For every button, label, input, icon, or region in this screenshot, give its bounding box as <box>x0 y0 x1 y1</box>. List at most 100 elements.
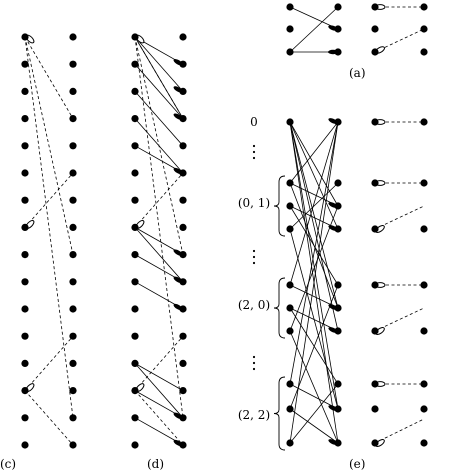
vertex-114 <box>286 48 294 56</box>
edge-178 <box>289 121 339 332</box>
vertex-10 <box>21 169 29 177</box>
group-brace-174 <box>273 376 286 451</box>
dashed-edge-213 <box>374 418 425 444</box>
vertex-48 <box>179 115 187 123</box>
vertex-149 <box>371 179 379 187</box>
vertex-148 <box>420 118 428 126</box>
vertex-14 <box>21 223 29 231</box>
dashed-edge-75 <box>134 36 184 418</box>
vertex-154 <box>420 281 428 289</box>
dashed-edge-34 <box>24 36 74 418</box>
edge-176 <box>289 121 339 230</box>
dashed-edge-209 <box>374 205 425 230</box>
ellipsis-dot-167 <box>252 255 256 259</box>
vertex-156 <box>420 327 428 335</box>
vertex-0 <box>21 33 29 41</box>
edge-179 <box>289 121 339 410</box>
vertex-61 <box>131 305 139 313</box>
vertex-17 <box>69 251 77 259</box>
vertex-12 <box>21 196 29 204</box>
dashed-edge-76 <box>134 172 184 228</box>
vertex-46 <box>179 87 187 95</box>
vertex-151 <box>371 225 379 233</box>
ellipsis-dot-163 <box>252 144 256 148</box>
edge-80 <box>134 36 184 92</box>
dashed-edge-78 <box>134 390 184 446</box>
vertex-72 <box>179 441 187 449</box>
vertex-59 <box>131 278 139 286</box>
ellipsis-dot-171 <box>252 367 256 371</box>
vertex-127 <box>286 118 294 126</box>
vertex-132 <box>334 202 342 210</box>
vertex-42 <box>179 33 187 41</box>
ellipsis-dot-166 <box>252 249 256 253</box>
dashed-edge-36 <box>24 335 74 391</box>
vertex-144 <box>334 405 342 413</box>
vertex-16 <box>21 251 29 259</box>
vertex-4 <box>21 87 29 95</box>
dashed-edge-211 <box>374 307 425 332</box>
vertex-157 <box>371 380 379 388</box>
dashed-edge-37 <box>24 390 74 446</box>
dashed-edge-124 <box>374 28 425 53</box>
edge-119 <box>289 6 339 53</box>
vertex-64 <box>179 332 187 340</box>
vertex-160 <box>420 405 428 413</box>
vertex-161 <box>371 439 379 447</box>
edge-81 <box>134 36 184 119</box>
vertex-128 <box>334 118 342 126</box>
vertex-47 <box>131 115 139 123</box>
vertex-150 <box>420 179 428 187</box>
vertex-1 <box>69 33 77 41</box>
vertex-162 <box>420 439 428 447</box>
vertex-141 <box>286 380 294 388</box>
edge-183 <box>289 182 339 230</box>
ellipsis-dot-168 <box>252 261 256 265</box>
vertex-25 <box>69 359 77 367</box>
edge-192 <box>289 228 339 410</box>
vertex-65 <box>131 359 139 367</box>
edge-175 <box>289 121 339 207</box>
vertex-56 <box>179 223 187 231</box>
vertex-54 <box>179 196 187 204</box>
dashed-edge-33 <box>24 36 74 255</box>
vertex-22 <box>21 332 29 340</box>
edges-layer <box>24 6 425 446</box>
edge-199 <box>289 408 339 444</box>
vertex-113 <box>420 25 428 33</box>
edge-91 <box>134 363 184 419</box>
vertex-129 <box>286 179 294 187</box>
panel-label-d: (d) <box>147 457 164 471</box>
vertex-31 <box>69 441 77 449</box>
row-label-zero: 0 <box>250 115 258 129</box>
vertex-5 <box>69 87 77 95</box>
marks-layer <box>25 4 386 447</box>
ellipsis-dot-165 <box>252 156 256 160</box>
vertex-11 <box>69 169 77 177</box>
panel-label-e: (e) <box>349 457 365 471</box>
edge-189 <box>289 121 339 444</box>
edge-83 <box>134 91 184 147</box>
panel-label-c: (c) <box>0 457 16 471</box>
vertex-27 <box>69 387 77 395</box>
vertex-30 <box>21 441 29 449</box>
vertex-49 <box>131 142 139 150</box>
vertex-139 <box>286 327 294 335</box>
vertex-53 <box>131 196 139 204</box>
row-label-0-1: (0, 1) <box>238 196 270 210</box>
vertex-70 <box>179 414 187 422</box>
vertex-67 <box>131 387 139 395</box>
vertex-21 <box>69 305 77 313</box>
vertex-115 <box>334 48 342 56</box>
vertex-29 <box>69 414 77 422</box>
vertex-13 <box>69 196 77 204</box>
vertex-58 <box>179 251 187 259</box>
group-brace-173 <box>273 277 286 339</box>
edge-187 <box>289 121 339 385</box>
vertex-110 <box>286 25 294 33</box>
vertex-45 <box>131 87 139 95</box>
vertex-57 <box>131 251 139 259</box>
vertex-26 <box>21 387 29 395</box>
vertex-60 <box>179 278 187 286</box>
ellipsis-dot-170 <box>252 361 256 365</box>
